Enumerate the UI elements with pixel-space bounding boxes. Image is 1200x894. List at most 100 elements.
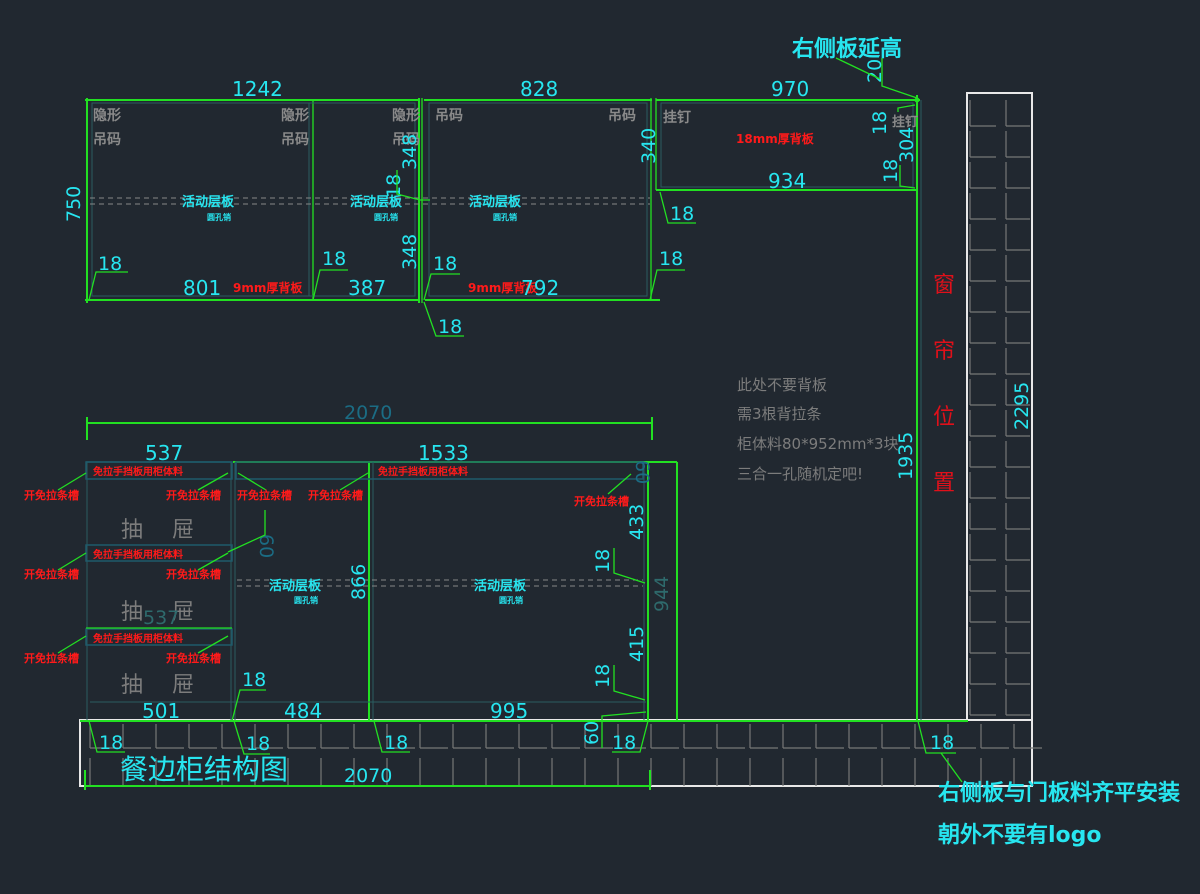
label-back-9mm-1: 9mm厚背板 xyxy=(233,280,303,295)
label-nail-1: 挂钉 xyxy=(663,109,691,126)
label-pin-u1: 圆孔销 xyxy=(207,212,231,222)
dim-18-b2: 18 xyxy=(242,669,266,691)
label-drawer-2a: 抽 xyxy=(121,600,143,625)
label-drawer-1a: 抽 xyxy=(121,518,143,543)
dim-18-b4: 18 xyxy=(384,732,408,754)
note-no-logo: 朝外不要有logo xyxy=(938,822,1102,848)
label-drawer-3b: 屉 xyxy=(172,673,194,698)
label-pin-u3: 圆孔销 xyxy=(493,212,517,222)
dim-18-l-mid: 18 xyxy=(592,549,614,573)
note-line-2: 需3根背拉条 xyxy=(737,405,822,423)
dim-18-b6: 18 xyxy=(930,732,954,754)
label-shelf-u3: 活动层板 xyxy=(469,194,522,210)
note-right-panel-flush: 右侧板与门板料齐平安装 xyxy=(938,780,1180,806)
note-line-1: 此处不要背板 xyxy=(737,376,827,394)
dim-348-bottom: 348 xyxy=(399,234,421,270)
label-hidden-1b: 吊码 xyxy=(93,132,121,148)
label-groove-9: 开免拉条槽 xyxy=(574,494,629,508)
label-hidden-3a: 隐形 xyxy=(392,107,420,124)
label-drawer-3a: 抽 xyxy=(121,673,143,698)
label-groove-1: 开免拉条槽 xyxy=(24,488,79,502)
dim-2070-bottom: 2070 xyxy=(344,765,392,787)
dim-970: 970 xyxy=(771,77,809,101)
label-handle-strip-2: 免拉手挡板用柜体料 xyxy=(378,465,468,478)
dim-750: 750 xyxy=(63,186,85,222)
label-nail-2: 挂钉 xyxy=(892,114,918,130)
label-groove-7: 开免拉条槽 xyxy=(24,651,79,665)
dim-18-u6: 18 xyxy=(670,203,694,225)
dim-60-c: 60 xyxy=(581,721,603,745)
label-pin-l2: 圆孔销 xyxy=(499,595,523,605)
dim-18-nail: 18 xyxy=(869,111,891,135)
dim-18-u5: 18 xyxy=(438,316,462,338)
dim-1935: 1935 xyxy=(895,432,917,480)
dim-501: 501 xyxy=(142,699,180,723)
dim-828: 828 xyxy=(520,77,558,101)
label-shelf-l2: 活动层板 xyxy=(474,578,527,594)
dim-18-b5: 18 xyxy=(612,732,636,754)
label-hidden-2b: 吊码 xyxy=(281,132,309,148)
label-handle-strip-4: 免拉手挡板用柜体料 xyxy=(93,632,183,645)
label-pin-l1: 圆孔销 xyxy=(294,595,318,605)
wall-tile-column xyxy=(966,92,1033,721)
dim-60-b: 60 xyxy=(631,460,653,484)
dim-866: 866 xyxy=(348,564,370,600)
dim-934: 934 xyxy=(768,169,806,193)
dim-2070-top: 2070 xyxy=(344,402,392,424)
dim-433: 433 xyxy=(626,504,648,540)
curtain-char-1: 窗 xyxy=(933,273,955,298)
label-shelf-l1: 活动层板 xyxy=(269,578,322,594)
label-groove-5: 开免拉条槽 xyxy=(24,567,79,581)
label-groove-8: 开免拉条槽 xyxy=(166,651,221,665)
upper-cabinet: 750 1242 828 970 隐形 吊码 隐形 吊码 隐形 吊码 吊码 吊码… xyxy=(63,36,920,722)
dim-484: 484 xyxy=(284,699,322,723)
note-line-4: 三合一孔随机定吧! xyxy=(737,465,863,483)
dim-18-shelf: 18 xyxy=(383,174,405,198)
label-hanger-1: 吊码 xyxy=(435,108,463,124)
label-hidden-1a: 隐形 xyxy=(93,107,121,124)
label-handle-strip-1: 免拉手挡板用柜体料 xyxy=(93,465,183,478)
main-title: 餐边柜结构图 xyxy=(120,753,288,786)
dim-18-u2: 18 xyxy=(322,248,346,270)
dim-792: 792 xyxy=(521,276,559,300)
wall-outline xyxy=(966,92,1033,721)
label-drawer-1b: 屉 xyxy=(172,518,194,543)
dim-18-right: 18 xyxy=(880,159,902,183)
dim-415: 415 xyxy=(626,626,648,662)
curtain-char-2: 帘 xyxy=(933,339,955,364)
dim-944: 944 xyxy=(651,576,673,612)
tall-panel-area: 1935 2295 窗 帘 位 置 xyxy=(895,100,1033,720)
dim-18-u3: 18 xyxy=(433,253,457,275)
curtain-char-3: 位 xyxy=(933,405,955,430)
label-groove-6: 开免拉条槽 xyxy=(166,567,221,581)
dim-348-top: 348 xyxy=(399,134,421,170)
label-back-18mm: 18mm厚背板 xyxy=(736,131,815,146)
dim-18-u4: 18 xyxy=(659,248,683,270)
dim-60-a: 60 xyxy=(255,534,277,558)
dim-2295: 2295 xyxy=(1011,382,1033,430)
label-groove-3: 开免拉条槽 xyxy=(237,488,292,502)
note-block: 此处不要背板 需3根背拉条 柜体料80*952mm*3块 三合一孔随机定吧! xyxy=(737,376,899,483)
label-back-9mm-2: 9mm厚背板 xyxy=(468,280,538,295)
label-hidden-3b: 吊码 xyxy=(392,132,420,148)
label-shelf-u2: 活动层板 xyxy=(350,194,403,210)
label-handle-strip-3: 免拉手挡板用柜体料 xyxy=(93,548,183,561)
dim-995: 995 xyxy=(490,699,528,723)
dim-340: 340 xyxy=(638,128,660,164)
dim-18-b1: 18 xyxy=(99,732,123,754)
label-groove-2: 开免拉条槽 xyxy=(166,488,221,502)
label-hanger-2: 吊码 xyxy=(608,108,636,124)
dim-1242: 1242 xyxy=(232,77,283,101)
dim-18-b3: 18 xyxy=(246,733,270,755)
label-hidden-2a: 隐形 xyxy=(281,107,309,124)
label-pin-u2: 圆孔销 xyxy=(374,212,398,222)
dim-387: 387 xyxy=(348,276,386,300)
label-groove-4: 开免拉条槽 xyxy=(308,488,363,502)
note-line-3: 柜体料80*952mm*3块 xyxy=(737,435,899,453)
dim-18-l-low: 18 xyxy=(592,664,614,688)
dim-304: 304 xyxy=(896,127,918,163)
lower-cabinet: 2070 537 1533 免拉手挡板用柜体料 免拉手挡板用柜体料 免拉手挡板用… xyxy=(24,402,968,790)
dim-18-u1: 18 xyxy=(98,253,122,275)
label-shelf-u1: 活动层板 xyxy=(182,194,235,210)
